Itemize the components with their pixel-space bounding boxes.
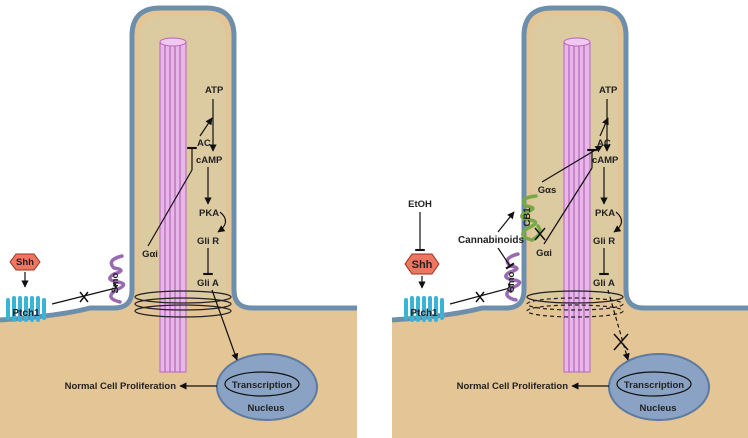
camp-label: cAMP	[592, 155, 619, 166]
axoneme-microtubules	[563, 37, 591, 373]
gli-r-label: Gli R	[593, 236, 615, 247]
cb1-label: CB1	[522, 207, 533, 227]
nucleus	[608, 353, 710, 421]
gai-label: Gαi	[536, 248, 552, 259]
cannabinoids-label: Cannabinoids	[458, 235, 525, 246]
ac-label: AC	[597, 138, 611, 149]
panel-right: EtOH Shh Ptch1 Smo CB1 Gαs Gαi Cannabino…	[391, 0, 748, 438]
cb1-receptor-icon	[520, 194, 542, 242]
ptch1-receptor-icon	[6, 296, 46, 322]
gli-r-label: Gli R	[197, 236, 219, 247]
shh-ligand-icon	[404, 253, 440, 275]
transcription-label: Transcription	[624, 380, 684, 391]
nucleus	[216, 353, 318, 421]
panel-left: Shh Ptch1 Smo Gαi AC ATP cAMP PKA Gli R …	[0, 0, 357, 438]
shh-label: Shh	[16, 257, 34, 268]
shh-ligand-icon	[9, 253, 41, 271]
transition-zone	[526, 290, 624, 318]
gai-label: Gαi	[142, 249, 158, 260]
smo-label: Smo	[506, 272, 517, 293]
atp-label: ATP	[599, 85, 618, 96]
axoneme-microtubules	[159, 37, 187, 373]
ptch1-label: Ptch1	[12, 308, 40, 319]
gli-a-label: Gli A	[593, 278, 615, 289]
proliferation-label: Normal Cell Proliferation	[65, 381, 177, 392]
camp-label: cAMP	[196, 155, 223, 166]
transcription-label: Transcription	[232, 380, 292, 391]
gas-label: Gαs	[538, 185, 557, 196]
ac-label: AC	[197, 138, 211, 149]
pka-label: PKA	[595, 208, 615, 219]
ptch1-receptor-icon	[404, 296, 444, 322]
etoh-label: EtOH	[408, 199, 432, 210]
smo-label: Smo	[110, 273, 121, 294]
shh-label: Shh	[412, 259, 433, 271]
atp-label: ATP	[205, 85, 224, 96]
cell-membrane	[391, 5, 748, 323]
smo-receptor-icon	[108, 254, 126, 304]
proliferation-label: Normal Cell Proliferation	[457, 381, 569, 392]
cell-membrane	[0, 5, 357, 323]
nucleus-label: Nucleus	[640, 403, 677, 414]
ptch1-label: Ptch1	[410, 308, 438, 319]
transition-zone	[134, 290, 232, 318]
nucleus-label: Nucleus	[248, 403, 285, 414]
gli-a-label: Gli A	[197, 278, 219, 289]
pka-label: PKA	[199, 208, 219, 219]
